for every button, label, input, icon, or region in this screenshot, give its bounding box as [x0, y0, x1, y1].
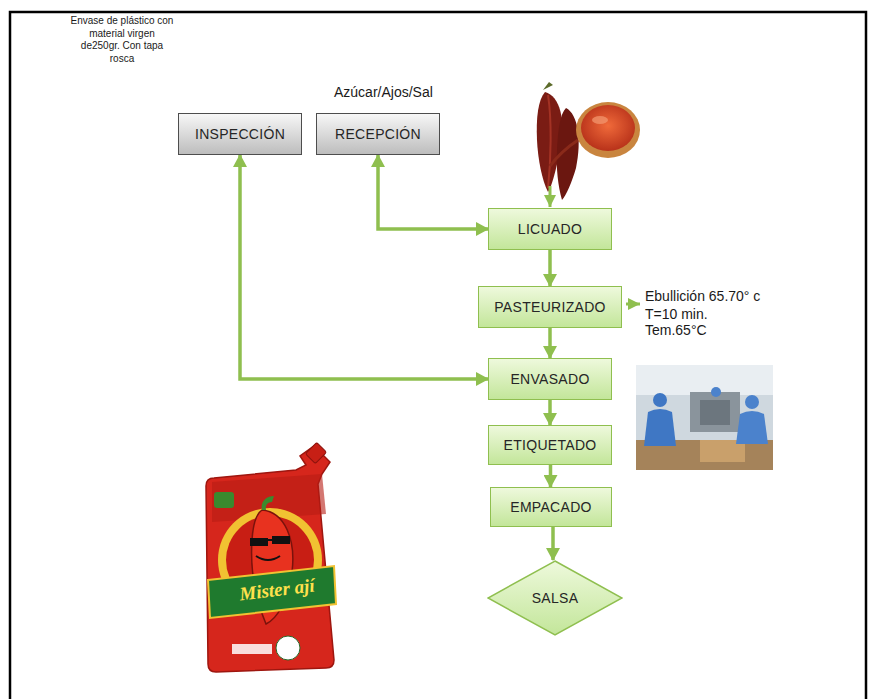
process-box: LICUADO: [488, 208, 612, 250]
flow-arrow: [378, 155, 488, 229]
flow-arrow: [548, 328, 552, 358]
chili-illustration: [537, 82, 640, 200]
process-note: T=10 min.: [645, 306, 795, 322]
terminal-diamond: SALSA: [487, 560, 623, 636]
container-note: Envase de plástico con material virgen d…: [70, 15, 174, 65]
node-label: EMPACADO: [510, 499, 592, 515]
node-label: ENVASADO: [510, 371, 589, 387]
node-label: PASTEURIZADO: [494, 299, 605, 315]
process-note: Tem.65°C: [645, 322, 795, 338]
ingredients-note: Azúcar/Ajos/Sal: [334, 84, 464, 100]
node-label: INSPECCIÓN: [195, 126, 285, 142]
input-arrow: [549, 186, 552, 207]
process-box: ENVASADO: [488, 358, 612, 400]
process-box: ETIQUETADO: [488, 425, 612, 465]
node-label: SALSA: [532, 590, 579, 606]
leader-arrow: [626, 303, 640, 306]
reception-box: RECEPCIÓN: [316, 113, 440, 155]
process-box: EMPACADO: [490, 487, 612, 527]
workers-photo: [636, 365, 773, 470]
product-pouch: [206, 442, 336, 672]
node-label: LICUADO: [518, 221, 582, 237]
process-note: Ebullición 65.70° c: [645, 288, 795, 304]
flow-arrow: [549, 465, 553, 487]
flow-arrow: [240, 155, 488, 379]
flow-arrow: [548, 250, 552, 286]
process-box: PASTEURIZADO: [478, 286, 622, 328]
inspection-box: INSPECCIÓN: [178, 113, 302, 155]
frame: [10, 12, 866, 699]
flow-arrow: [548, 400, 552, 425]
node-label: ETIQUETADO: [504, 437, 597, 453]
flow-arrow: [551, 527, 555, 560]
node-label: RECEPCIÓN: [335, 126, 421, 142]
